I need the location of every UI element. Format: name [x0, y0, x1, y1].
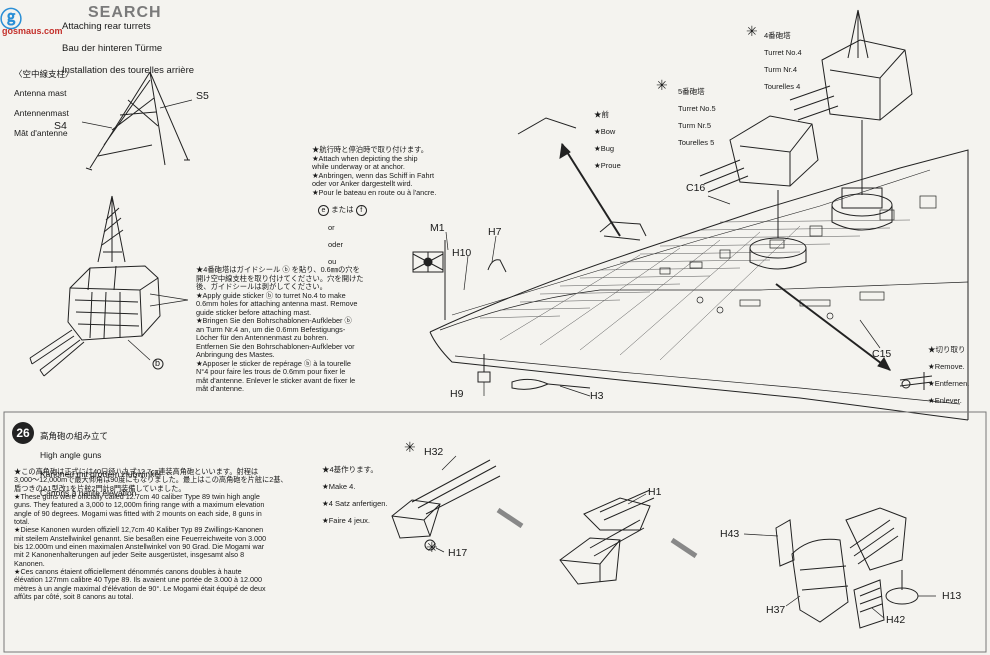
turret4-star-icon: ✳ — [746, 24, 758, 40]
part-label-h10: H10 — [452, 247, 472, 259]
watermark-site: gosmaus.com — [2, 26, 63, 36]
or-fr: ou — [328, 257, 337, 266]
remove-en: ★Remove. — [928, 362, 965, 372]
remove-jp: ★切り取り — [928, 345, 966, 355]
turret5-de: Turm Nr.5 — [678, 121, 712, 131]
part-label-h43: H43 — [720, 528, 740, 540]
antenna-mast-label: 〈空中線支柱〉 Antenna mast Antennenmast Mât d'… — [14, 60, 74, 148]
underway-anchor-note: ★航行時と停泊時で取り付けます。 ★Attach when depicting … — [312, 145, 437, 197]
antenna-de: Antennenmast — [14, 107, 69, 118]
antenna-jp: 〈空中線支柱〉 — [14, 68, 74, 79]
make4-label: ★4基作ります。 ★Make 4. ★4 Satz anfertigen. ★F… — [322, 458, 388, 534]
bow-de: ★Bug — [594, 144, 615, 154]
step26-title-de: Kanonen mit großem Hubwinkel — [40, 468, 161, 479]
sticker-f: f — [355, 204, 367, 216]
step26-title-fr: Canons à haute élévation — [40, 488, 137, 499]
turret5-drawing — [699, 115, 819, 270]
part-label-h9: H9 — [450, 388, 464, 400]
part-label-m1: M1 — [430, 222, 445, 234]
turret4-label: 4番砲塔 Turret No.4 Turm Nr.4 Tourelles 4 — [764, 24, 802, 100]
part-label-c16: C16 — [686, 182, 706, 194]
process-arrow-2 — [670, 537, 698, 559]
turret4-fr: Tourelles 4 — [764, 81, 801, 91]
part-label-b: b — [155, 358, 161, 368]
part-label-h1: H1 — [648, 486, 662, 498]
bow-en: ★Bow — [594, 127, 616, 137]
make4-de: ★4 Satz anfertigen. — [322, 499, 388, 509]
bow-label: ★前 ★Bow ★Bug ★Proue — [594, 103, 621, 179]
h17-star-icon: ✳ — [426, 540, 438, 556]
part-label-h42: H42 — [886, 614, 906, 626]
h3-part-drawing — [511, 378, 591, 390]
step26-description: ★この高角砲は正式には40口径八九式12.7㎝連装高角砲といいます。射程は 3,… — [14, 467, 288, 602]
make4-en: ★Make 4. — [322, 482, 356, 492]
step26-title-jp: 高角砲の組み立て — [40, 430, 109, 441]
step25-title-fr: Installation des tourelles arrière — [62, 65, 195, 76]
bow-direction-arrow — [517, 117, 621, 237]
step26-title-en: High angle guns — [40, 449, 102, 460]
turret5-fr: Tourelles 5 — [678, 137, 715, 147]
part-label-h3: H3 — [590, 390, 604, 402]
sticker-e: e — [318, 204, 329, 216]
step26-title: 高角砲の組み立て High angle guns Kanonen mit gro… — [40, 422, 161, 508]
h32-star-icon: ✳ — [404, 440, 416, 456]
h37-assembly-drawing — [775, 507, 919, 629]
turret5-en: Turret No.5 — [678, 104, 716, 114]
turret5-star-icon: ✳ — [656, 78, 668, 94]
antenna-mast-drawing — [81, 71, 193, 171]
part-label-h32: H32 — [424, 446, 444, 458]
step25-title-en: Attaching rear turrets — [62, 21, 151, 32]
remove-arrow — [775, 283, 933, 390]
part-label-s5: S5 — [196, 90, 209, 102]
make4-fr: ★Faire 4 jeux. — [322, 515, 370, 525]
remove-fr: ★Enlever. — [928, 395, 962, 405]
watermark-logo-mark: ⓖ — [0, 8, 23, 33]
remove-de: ★Entfernen. — [928, 379, 970, 389]
step25-title-de: Bau der hinteren Türme — [62, 43, 163, 54]
h17-part-drawing — [424, 539, 436, 551]
part-label-h37: H37 — [766, 604, 786, 616]
part-label-h13: H13 — [942, 590, 962, 602]
turret4-mast-drawing — [29, 195, 189, 377]
turret4-en: Turret No.4 — [764, 48, 802, 58]
step25-title: Attaching rear turrets Bau der hinteren … — [62, 10, 194, 87]
antenna-fr: Mât d'antenne — [14, 127, 68, 138]
watermark-brand: SEARCH — [88, 4, 162, 21]
turret5-label: 5番砲塔 Turret No.5 Turm Nr.5 Tourelles 5 — [678, 80, 716, 156]
ship-hull-drawing — [429, 149, 969, 421]
remove-label: ★切り取り ★Remove. ★Entfernen. ★Enlever. — [928, 338, 969, 414]
turret4-de: Turm Nr.4 — [764, 65, 798, 75]
part-label-s4: S4 — [54, 120, 67, 132]
or-options: e または f or oder ou — [318, 196, 367, 275]
h7-part-drawing — [487, 259, 507, 273]
h1-assembly-drawing — [559, 489, 655, 585]
h32-part-drawing — [391, 459, 501, 539]
watermark-logo: ⓖ SEARCH gosmaus.com — [0, 0, 162, 36]
ensign-flag-drawing — [412, 240, 446, 320]
turret5-jp: 5番砲塔 — [678, 87, 705, 97]
bow-jp: ★前 — [594, 110, 609, 120]
guide-sticker-note: ★4番砲塔はガイドシール ⓑ を貼り、0.6㎜の穴を 開け空中線支柱を取り付けて… — [196, 265, 364, 393]
part-label-h7: H7 — [488, 226, 502, 238]
or-en: or — [328, 223, 335, 232]
turret4-jp: 4番砲塔 — [764, 31, 791, 41]
or-jp: または — [331, 204, 354, 214]
or-de: oder — [328, 240, 344, 249]
turret4-ship-drawing — [789, 9, 913, 231]
bow-fr: ★Proue — [594, 160, 621, 170]
part-label-h17: H17 — [448, 547, 468, 559]
process-arrow-1 — [496, 507, 524, 529]
step26-number-badge: 26 — [12, 422, 34, 444]
make4-jp: ★4基作ります。 — [322, 465, 378, 475]
antenna-en: Antenna mast — [14, 88, 67, 99]
part-label-c15: C15 — [872, 348, 892, 360]
